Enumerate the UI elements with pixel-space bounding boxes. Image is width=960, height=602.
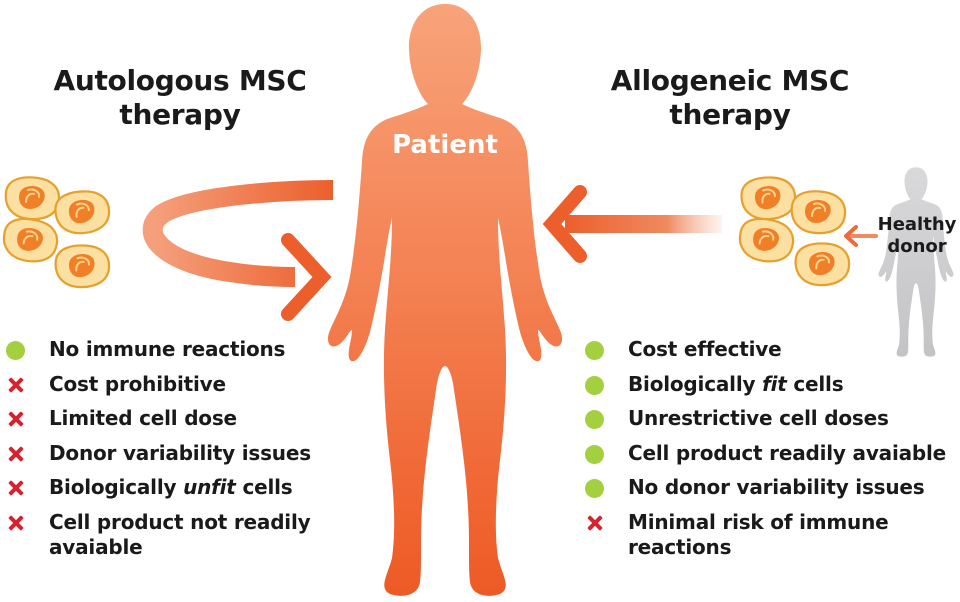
list-item: Cost prohibitive (6, 372, 346, 397)
red-cross-icon (6, 444, 26, 464)
allogeneic-arrow-icon (542, 185, 722, 263)
list-item: Limited cell dose (6, 406, 346, 431)
allogeneic-list: Cost effective Biologically fit cells Un… (585, 337, 957, 569)
msc-cell-icon (790, 190, 847, 235)
red-cross-icon (6, 409, 26, 429)
list-item: Biologically fit cells (585, 372, 957, 397)
list-item: Donor variability issues (6, 441, 346, 466)
list-item: No immune reactions (6, 337, 346, 362)
list-item: Cell product readily avaiable (585, 441, 957, 466)
list-item: Biologically unfit cells (6, 475, 346, 500)
msc-cell-icon (793, 240, 852, 288)
red-cross-icon (6, 513, 26, 533)
list-item: Unrestrictive cell doses (585, 406, 957, 431)
list-item: Cell product not readily avaiable (6, 510, 346, 560)
msc-cell-icon (736, 215, 797, 265)
healthy-donor-label: Healthy donor (877, 214, 957, 257)
autologous-title: Autologous MSC therapy (53, 64, 307, 131)
msc-cell-icon (52, 186, 113, 238)
msc-cell-icon (0, 215, 61, 265)
green-dot-icon (585, 375, 604, 395)
autologous-list: No immune reactions Cost prohibitive Lim… (6, 337, 346, 569)
green-dot-icon (6, 341, 25, 360)
green-dot-icon (585, 479, 604, 498)
red-cross-icon (6, 478, 26, 498)
allogeneic-cells (736, 173, 852, 288)
green-dot-icon (585, 341, 604, 360)
msc-cell-icon (738, 173, 799, 223)
donor-arrow-icon (844, 225, 878, 247)
msc-cell-icon (4, 176, 61, 221)
list-item: No donor variability issues (585, 475, 957, 500)
allogeneic-title: Allogeneic MSC therapy (610, 64, 850, 131)
msc-cell-icon (53, 242, 112, 290)
autologous-cells (0, 176, 113, 290)
autologous-loop-arrow-icon (142, 180, 334, 321)
red-cross-icon (585, 513, 605, 533)
green-dot-icon (585, 410, 604, 429)
patient-body-icon (327, 4, 563, 596)
healthy-donor-icon (878, 167, 954, 357)
list-item: Minimal risk of immune reactions (585, 510, 957, 560)
list-item: Cost effective (585, 337, 957, 362)
patient-label: Patient (392, 130, 498, 160)
red-cross-icon (6, 375, 26, 395)
green-dot-icon (585, 444, 604, 464)
